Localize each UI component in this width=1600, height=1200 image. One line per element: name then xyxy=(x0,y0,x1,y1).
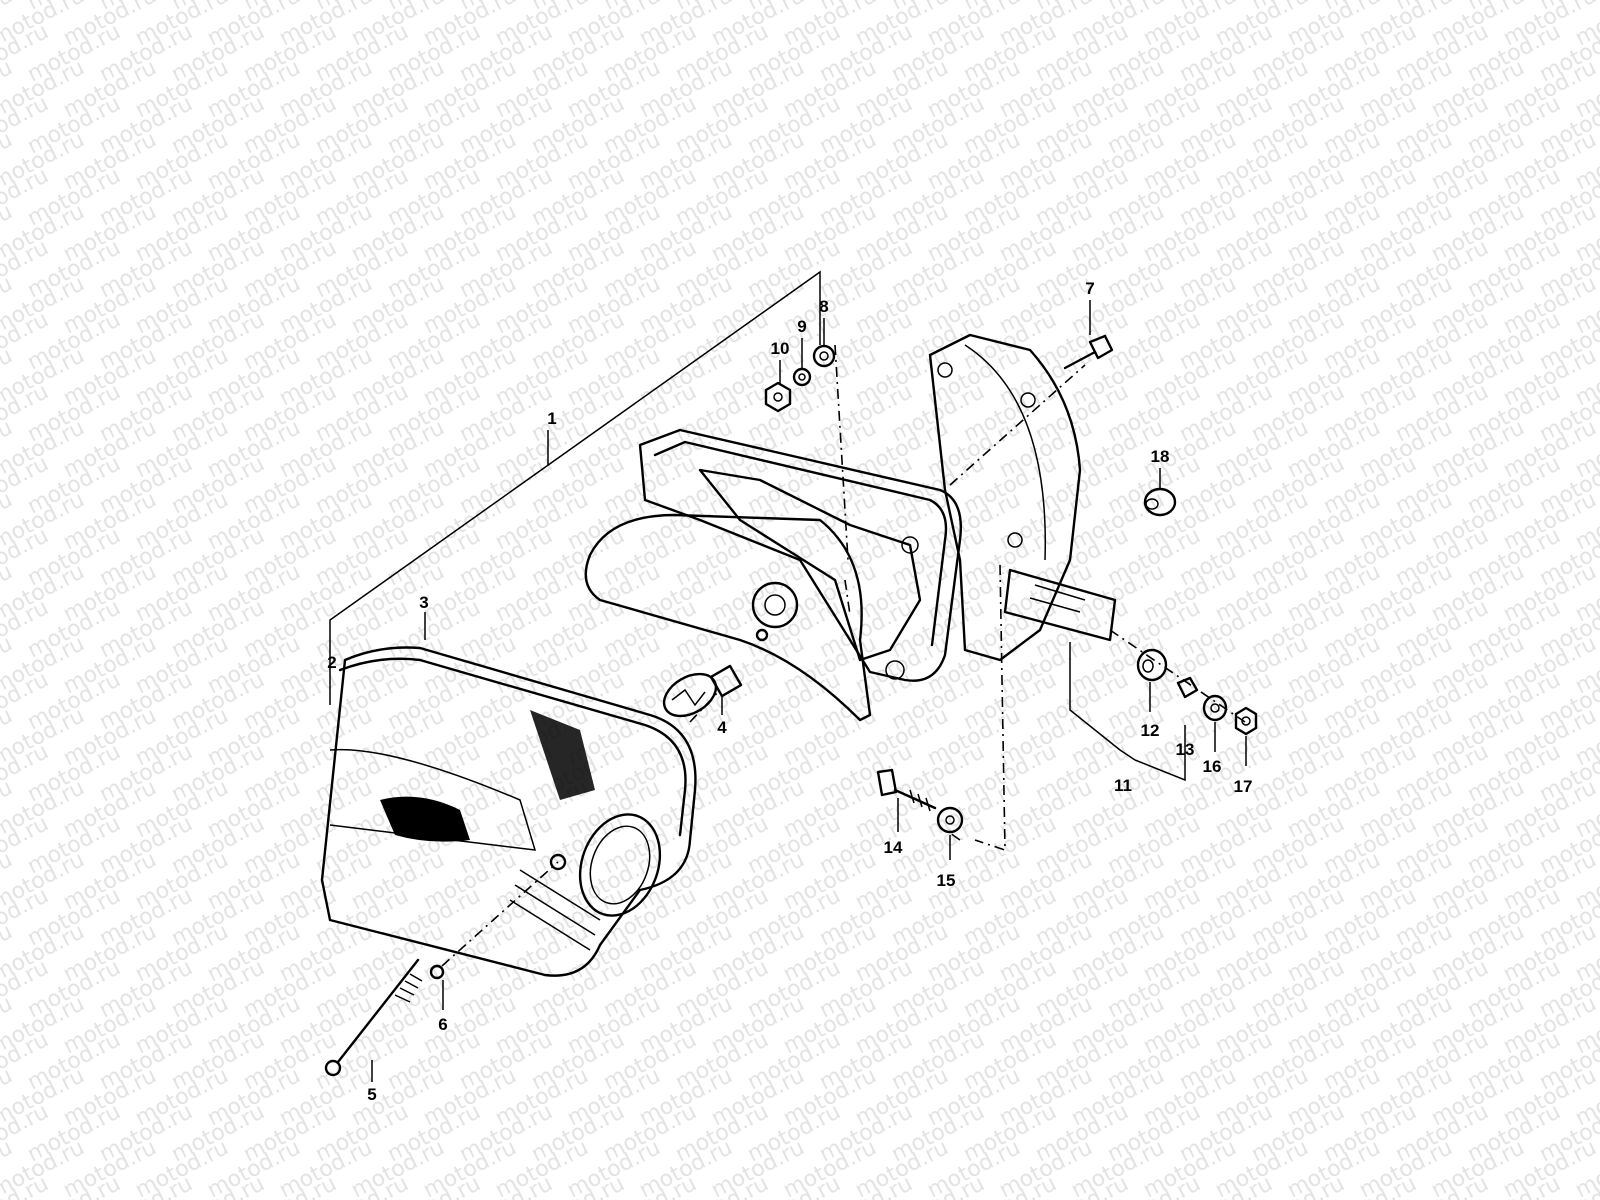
callout-2: 2 xyxy=(327,653,336,672)
callout-6: 6 xyxy=(438,1015,447,1034)
callout-1: 1 xyxy=(547,409,556,428)
callout-11: 11 xyxy=(1114,776,1132,795)
callout-7: 7 xyxy=(1085,279,1094,298)
callout-4: 4 xyxy=(717,718,727,737)
callout-12: 12 xyxy=(1141,721,1160,740)
callout-17: 17 xyxy=(1234,777,1253,796)
callout-8: 8 xyxy=(819,297,828,316)
callout-14: 14 xyxy=(884,838,903,857)
callout-15: 15 xyxy=(937,871,956,890)
callout-18: 18 xyxy=(1151,447,1170,466)
callout-3: 3 xyxy=(419,593,428,612)
callout-16: 16 xyxy=(1203,757,1222,776)
callout-10: 10 xyxy=(771,339,790,358)
callout-5: 5 xyxy=(367,1085,376,1104)
callout-9: 9 xyxy=(797,317,806,336)
callout-13: 13 xyxy=(1176,740,1195,759)
